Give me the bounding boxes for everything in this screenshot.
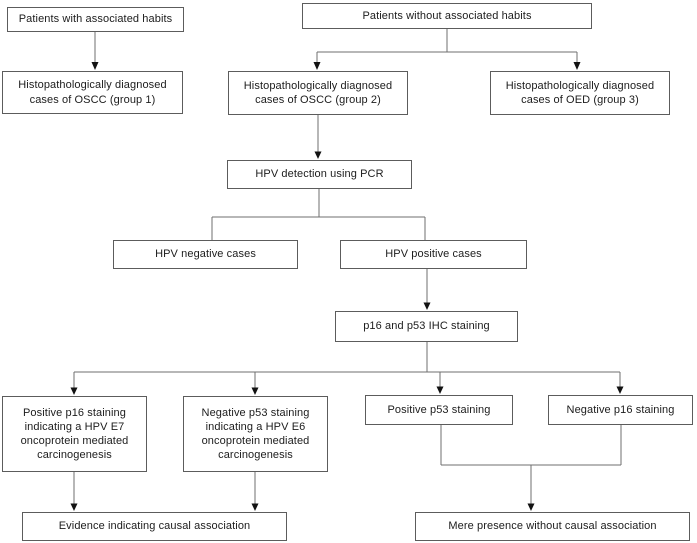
node-mere-presence: Mere presence without causal association: [415, 512, 690, 541]
node-hpv-negative: HPV negative cases: [113, 240, 298, 269]
node-positive-p16: Positive p16 staining indicating a HPV E…: [2, 396, 147, 472]
node-hpv-positive: HPV positive cases: [340, 240, 527, 269]
node-oscc-group2: Histopathologically diagnosed cases of O…: [228, 71, 408, 115]
edge-to-mere-presence: [440, 425, 622, 511]
node-positive-p53: Positive p53 staining: [365, 395, 513, 425]
node-hpv-pcr-detection: HPV detection using PCR: [227, 160, 412, 189]
edge-to-evidence: [70, 472, 259, 511]
edge-group2-pcr: [314, 115, 322, 159]
edge-ihc-fanout: [70, 342, 624, 395]
edge-habits-group1: [91, 32, 99, 70]
edge-nohabits-split: [313, 29, 581, 70]
node-negative-p16: Negative p16 staining: [548, 395, 693, 425]
node-patients-with-habits: Patients with associated habits: [7, 7, 184, 32]
node-oscc-group1: Histopathologically diagnosed cases of O…: [2, 71, 183, 114]
edge-hpvpositive-ihc: [423, 269, 431, 310]
node-causal-association: Evidence indicating causal association: [22, 512, 287, 541]
node-negative-p53: Negative p53 staining indicating a HPV E…: [183, 396, 328, 472]
node-oed-group3: Histopathologically diagnosed cases of O…: [490, 71, 670, 115]
node-ihc-staining: p16 and p53 IHC staining: [335, 311, 518, 342]
edge-pcr-split: [211, 189, 426, 240]
node-patients-without-habits: Patients without associated habits: [302, 3, 592, 29]
